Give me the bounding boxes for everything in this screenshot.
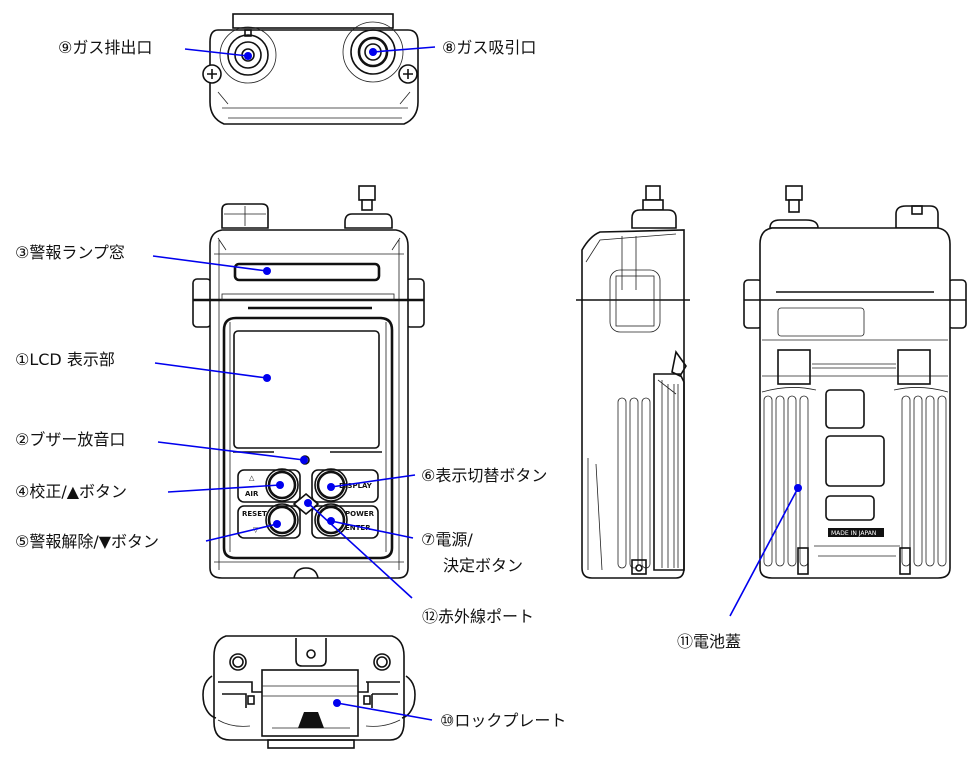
down-arrow-marking: ▽ — [253, 526, 259, 534]
made-in-japan-text: MADE IN JAPAN — [831, 530, 876, 537]
display-marking: DISPLAY — [339, 482, 373, 490]
battery-cover-ribs-right — [901, 395, 947, 567]
battery-cover-ribs-left — [763, 395, 809, 567]
made-in-japan-plate — [828, 528, 884, 537]
callout-lcd-display: ①LCD 表示部 — [15, 350, 115, 369]
back-view: MADE IN JAPAN — [743, 185, 967, 579]
callout-gas-exhaust-port: ⑨ガス排出口 — [58, 38, 153, 57]
gas-intake-port — [342, 21, 404, 83]
callout-alarm-reset-down-button: ⑤警報解除/▼ボタン — [15, 532, 160, 551]
up-arrow-marking: △ — [249, 474, 255, 482]
callout-gas-intake-port: ⑧ガス吸引口 — [442, 38, 537, 57]
lcd-display — [233, 330, 380, 449]
callout-calibration-up-button: ④校正/▲ボタン — [15, 482, 128, 501]
bottom-view — [202, 635, 416, 749]
reset-marking: RESET — [242, 510, 267, 518]
callout-lock-plate: ⑩ロックプレート — [440, 711, 567, 730]
air-marking: AIR — [245, 490, 259, 498]
leader-lines — [152, 46, 802, 721]
enter-marking: ENTER — [345, 524, 371, 532]
lock-plate — [261, 669, 359, 737]
callout-infrared-port: ⑫赤外線ポート — [422, 607, 535, 626]
top-view — [202, 13, 419, 125]
callout-power-button-line1: ⑦電源/ — [421, 530, 473, 549]
front-view: △ AIR DISPLAY RESET ▽ POWER ENTER — [192, 185, 425, 579]
callout-battery-cover: ⑪電池蓋 — [677, 632, 742, 651]
callout-buzzer-outlet: ②ブザー放音口 — [15, 430, 126, 449]
side-view — [576, 185, 690, 579]
callout-display-switch-button: ⑥表示切替ボタン — [421, 466, 548, 485]
power-marking: POWER — [345, 510, 375, 518]
callout-power-button-line2: 決定ボタン — [443, 556, 524, 575]
callout-alarm-lamp-window: ③警報ランプ窓 — [15, 243, 125, 262]
